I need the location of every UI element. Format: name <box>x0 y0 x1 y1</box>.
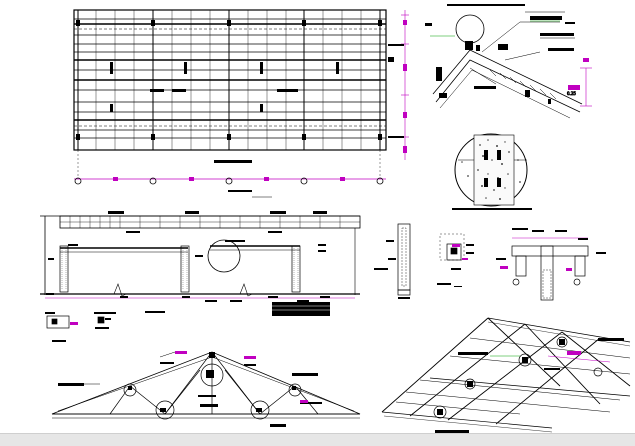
ridge-slope-inner <box>435 59 581 113</box>
iso-rafters <box>381 317 631 425</box>
ridge-hatch <box>489 69 557 100</box>
truss-plates <box>128 352 296 412</box>
beam-column-joint <box>511 237 589 301</box>
iso-node-plates <box>437 339 565 415</box>
ridge-leaders <box>469 11 575 85</box>
iso-labels <box>435 338 624 433</box>
ridge-detail-title-bar <box>447 4 525 6</box>
plan-dashed-beams <box>74 28 386 127</box>
ridge-slope-sheet <box>439 69 571 119</box>
plan-title-bar <box>214 160 252 163</box>
ridge-connection-detail: 0.25 <box>425 4 592 119</box>
isometric-roof-structure <box>381 317 631 433</box>
concrete-rebar <box>484 150 501 187</box>
elevation-dimension-labels <box>46 293 330 302</box>
elevation-columns <box>59 245 301 293</box>
column-section-details <box>374 223 606 301</box>
plan-axis-ticks <box>113 177 345 181</box>
plan-scale-bar <box>228 190 252 192</box>
beam-column-labels <box>496 228 606 271</box>
plan-purlins <box>74 18 386 139</box>
iso-eave-back <box>429 377 631 397</box>
ridge-cap-circle <box>455 14 485 44</box>
plan-secondary-verticals <box>95 10 362 150</box>
grid-marker-icon <box>74 150 384 185</box>
roof-framing-plan <box>73 9 409 198</box>
circle-detail-title-bar <box>452 208 532 210</box>
ridge-labels <box>425 16 575 89</box>
plan-edge-connectors <box>388 44 404 138</box>
elevation-circle-callout <box>207 239 241 273</box>
elevation-note-block <box>272 302 330 316</box>
elevation-title-bar <box>145 311 165 313</box>
detail-circle-icon <box>452 133 532 210</box>
elevation-column-hatch <box>61 248 299 290</box>
frame-elevation <box>40 211 361 316</box>
elevation-slab-marks <box>69 216 341 228</box>
truss-elevation <box>51 351 361 427</box>
plan-vertical-dimension-marks <box>403 20 407 153</box>
truss-node-circles <box>123 363 302 420</box>
iso-nodes <box>433 336 603 419</box>
column-section-labels <box>374 240 474 287</box>
ridge-bolts <box>436 41 551 104</box>
ridge-dimension <box>430 20 592 107</box>
elevation-top-labels <box>108 211 327 214</box>
plan-columns <box>76 20 382 140</box>
concrete-section <box>473 134 515 206</box>
ridge-dim-text: 0.25 <box>567 91 576 96</box>
iso-eave-front <box>381 411 553 429</box>
truss-dimensions <box>175 351 308 403</box>
plan-grid-verticals <box>77 10 381 150</box>
iso-purlins <box>395 337 631 415</box>
concrete-stipple <box>461 139 521 200</box>
truss-labels <box>58 362 322 427</box>
iso-dimension <box>547 355 611 363</box>
elevation-labels <box>48 231 326 260</box>
ridge-slope-outer <box>432 49 583 105</box>
small-section-details <box>45 312 116 342</box>
ridge-magenta-tag <box>583 58 589 62</box>
viewer-bottom-bar <box>0 433 635 446</box>
